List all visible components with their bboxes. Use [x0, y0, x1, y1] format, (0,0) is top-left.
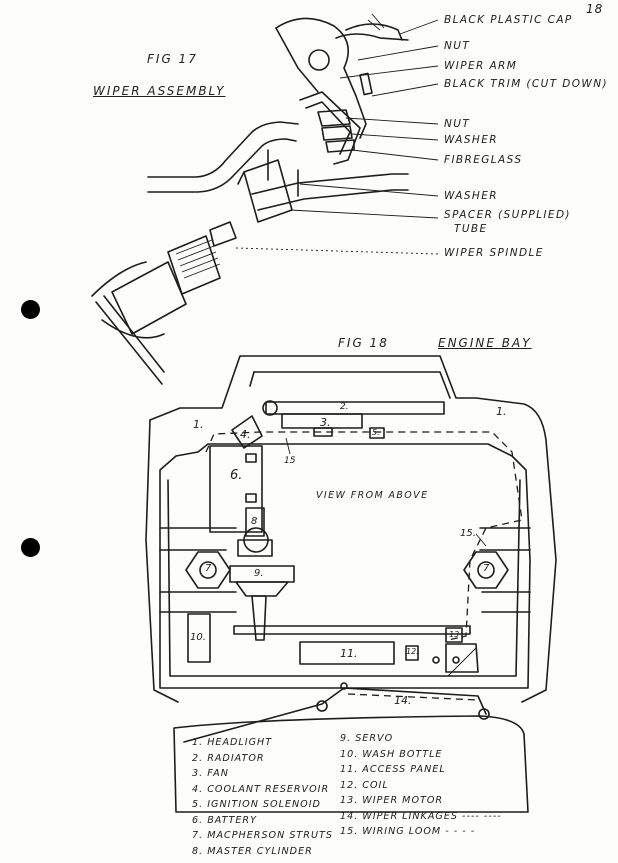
callout-4: 4.: [240, 428, 251, 441]
legend-item: 2. RADIATOR: [192, 752, 265, 764]
callout-7-right: 7: [483, 563, 490, 574]
callout-11: 11.: [340, 647, 358, 660]
fig17-title: FIG 17: [147, 52, 198, 66]
callout-10: 10.: [190, 632, 206, 643]
fig18-title: FIG 18: [338, 336, 389, 350]
callout-3: 3.: [320, 416, 331, 429]
binder-hole-bottom: [21, 538, 40, 557]
page-number: 18: [586, 2, 604, 16]
wiper-assembly-diagram: [91, 13, 439, 385]
legend-item: 12. COIL: [340, 779, 389, 791]
legend-item: 7. MACPHERSON STRUTS: [192, 830, 333, 841]
legend-item: 1. HEADLIGHT: [192, 737, 273, 748]
legend-item: 14. WIPER LINKAGES ---- ----: [340, 810, 502, 822]
legend-item: 13. WIPER MOTOR: [340, 795, 444, 806]
label-tube: TUBE: [454, 223, 488, 235]
callout-5: 5.: [372, 428, 380, 437]
legend-item: 11. ACCESS PANEL: [340, 764, 446, 775]
legend-right: 9. SERVO 10. WASH BOTTLE 11. ACCESS PANE…: [340, 731, 502, 840]
fig17-subtitle: WIPER ASSEMBLY: [93, 84, 226, 98]
legend-item: 9. SERVO: [340, 733, 394, 744]
label-black-plastic-cap: BLACK PLASTIC CAP: [444, 14, 573, 26]
legend-item: 4. COOLANT RESERVOIR: [192, 783, 330, 795]
label-nut-top: NUT: [444, 40, 471, 52]
callout-7-left: 7: [205, 563, 212, 574]
label-washer-top: WASHER: [444, 134, 498, 146]
callout-1-left: 1.: [193, 418, 204, 431]
callout-8: 8: [251, 516, 258, 527]
callout-2: 2.: [340, 402, 349, 412]
legend-left: 1. HEADLIGHT 2. RADIATOR 3. FAN 4. COOLA…: [192, 735, 333, 859]
view-from-above-label: VIEW FROM ABOVE: [316, 490, 429, 501]
label-wiper-arm: WIPER ARM: [444, 60, 518, 72]
legend-item: 15. WIRING LOOM - - - -: [340, 826, 476, 837]
callout-1-right: 1.: [496, 405, 507, 418]
callout-6: 6.: [230, 468, 243, 483]
label-nut: NUT: [444, 118, 471, 130]
legend-item: 10. WASH BOTTLE: [340, 748, 443, 760]
callout-13: 13: [449, 630, 460, 639]
legend-item: 6. BATTERY: [192, 814, 257, 826]
callout-15-left: 15: [284, 456, 296, 466]
label-spacer: SPACER (SUPPLIED): [444, 209, 571, 221]
label-black-trim: BLACK TRIM (CUT DOWN): [444, 78, 608, 90]
callout-12: 12.: [406, 647, 419, 656]
label-washer: WASHER: [444, 190, 498, 202]
callout-15-right: 15.: [460, 528, 476, 539]
legend-item: 8. MASTER CYLINDER: [192, 845, 313, 857]
fig18-subtitle: ENGINE BAY: [438, 336, 532, 350]
callout-9: 9.: [254, 568, 264, 579]
legend-item: 5. IGNITION SOLENOID: [192, 799, 321, 810]
label-fibreglass: FIBREGLASS: [444, 154, 523, 166]
callout-14: 14.: [394, 694, 412, 707]
label-wiper-spindle: WIPER SPINDLE: [444, 247, 544, 259]
binder-hole-top: [21, 300, 40, 319]
legend-item: 3. FAN: [192, 768, 229, 779]
